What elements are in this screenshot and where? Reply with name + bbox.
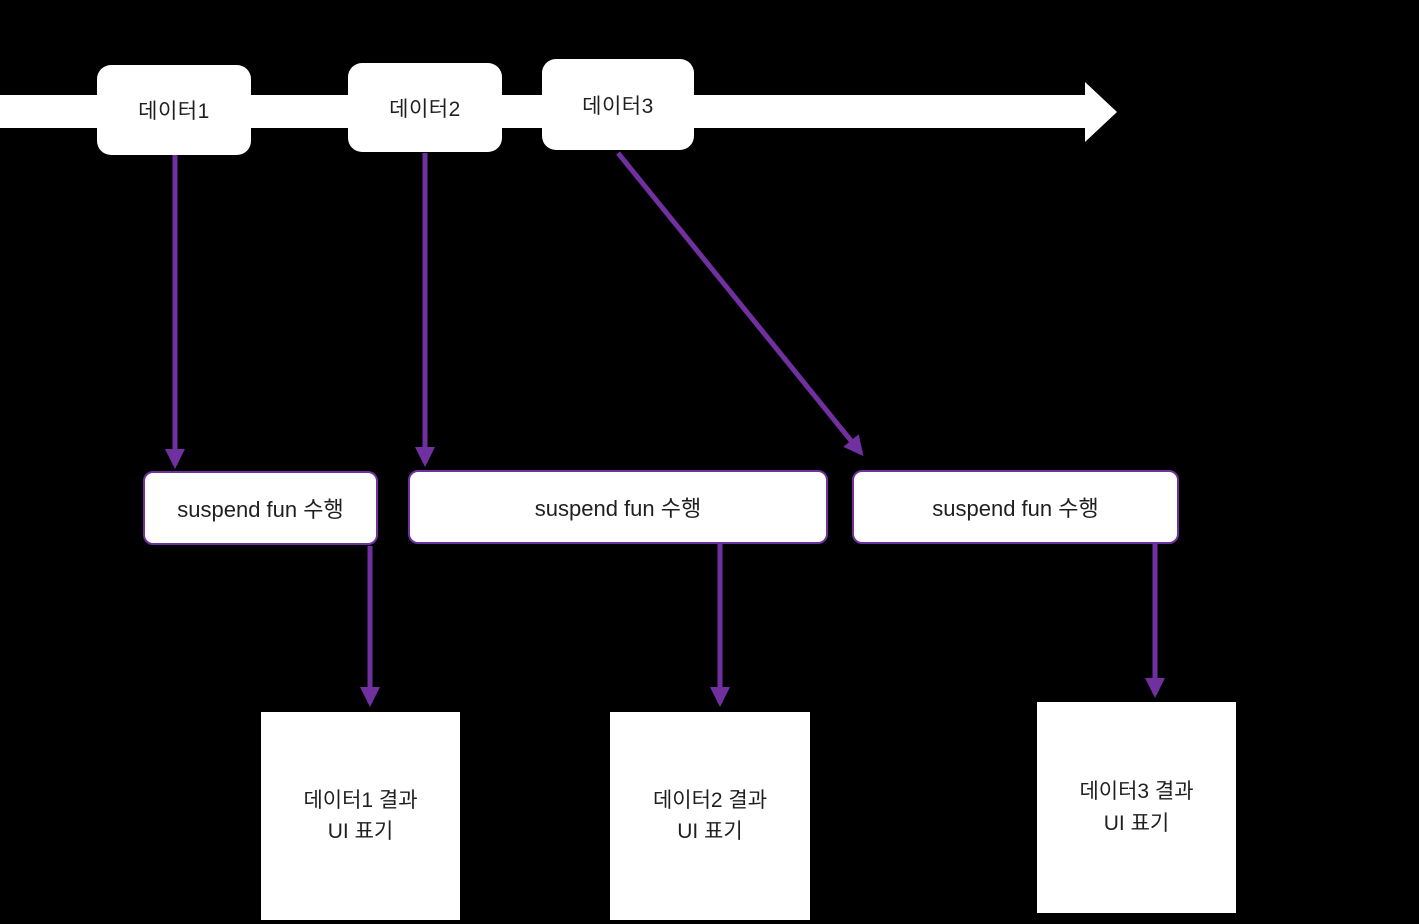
- node-data2: 데이터2: [348, 63, 502, 152]
- node-data1-label: 데이터1: [138, 100, 210, 123]
- node-result2: 데이터2 결과 UI 표기: [610, 712, 810, 920]
- node-data3: 데이터3: [542, 59, 694, 150]
- node-result2-line1: 데이터2 결과: [652, 788, 768, 812]
- node-data1: 데이터1: [97, 65, 251, 155]
- node-suspend3-label: suspend fun 수행: [932, 496, 1099, 521]
- node-suspend1-label: suspend fun 수행: [177, 497, 344, 522]
- node-suspend2-label: suspend fun 수행: [534, 496, 702, 521]
- node-data3-label: 데이터3: [582, 94, 654, 118]
- node-result2-line2: UI 표기: [677, 820, 743, 843]
- node-data2-label: 데이터2: [389, 97, 461, 121]
- node-result3-line2: UI 표기: [1103, 811, 1170, 835]
- node-result1-line2: UI 표기: [327, 820, 394, 843]
- node-result1-line1: 데이터1 결과: [303, 788, 418, 812]
- node-result3: 데이터3 결과 UI 표기: [1037, 702, 1236, 913]
- timeline-arrow-head: [1085, 82, 1117, 142]
- node-suspend3: suspend fun 수행: [852, 470, 1179, 544]
- node-suspend2: suspend fun 수행: [408, 470, 828, 544]
- arrow-data3-to-suspend3: [616, 151, 864, 457]
- node-result3-line1: 데이터3 결과: [1079, 780, 1194, 803]
- node-suspend1: suspend fun 수행: [143, 471, 378, 545]
- node-result1: 데이터1 결과 UI 표기: [261, 712, 460, 920]
